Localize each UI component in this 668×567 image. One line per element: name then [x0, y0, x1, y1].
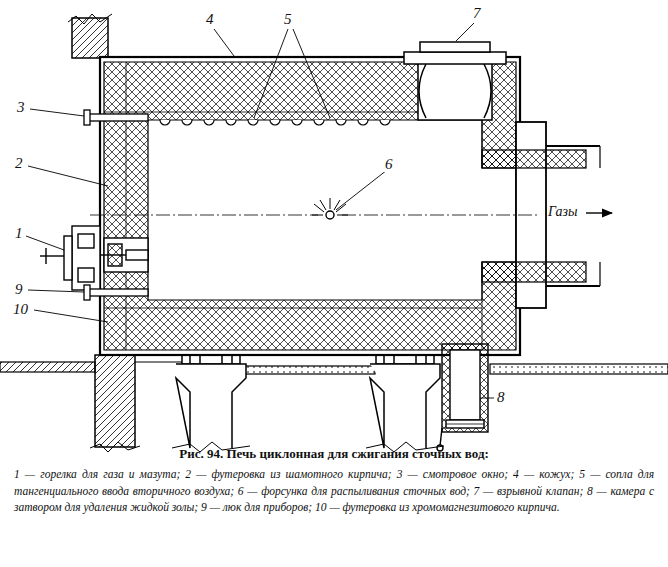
callout-number: 9: [14, 282, 24, 297]
break-lines: [90, 442, 140, 452]
leader-lines: [293, 29, 330, 118]
callout-number: 7: [472, 6, 482, 21]
centerline: [342, 215, 540, 216]
figure-title: Рис. 94. Печь циклонная для сжигания сто…: [0, 446, 668, 462]
explosion-valve: [418, 62, 492, 120]
burner: [78, 268, 94, 282]
gas-outlet: [546, 285, 600, 287]
sewage-atomizer: [312, 198, 348, 215]
callout-number: 2: [14, 156, 24, 171]
sight-window-and-hatch: [84, 110, 148, 300]
support-columns: [176, 364, 246, 448]
gas-outlet: [546, 145, 600, 147]
explosion-valve: [419, 64, 491, 118]
sight-window-and-hatch: [86, 289, 148, 296]
air-nozzles: [160, 120, 390, 125]
building-wall: [72, 18, 108, 58]
gas-outlet: [482, 262, 586, 282]
leader-lines: [34, 310, 108, 322]
floor-slab: [490, 364, 668, 374]
ash-chamber: [446, 420, 484, 428]
callout-number: 3: [16, 100, 26, 115]
burner: [40, 226, 148, 290]
leader-lines: [28, 166, 108, 186]
burner: [72, 226, 100, 290]
callout-number: 6: [384, 157, 394, 172]
flow-label: Газы: [547, 205, 579, 219]
ash-chamber: [446, 424, 484, 425]
sight-window-and-hatch: [86, 114, 148, 121]
gas-outlet: [482, 150, 586, 168]
gas-outlet: [586, 212, 612, 213]
floor-slab: [0, 362, 668, 374]
floor-slab: [135, 361, 185, 362]
leader-lines: [214, 29, 234, 56]
furnace-casing: [100, 57, 522, 355]
leader-lines: [480, 398, 494, 399]
callout-number: 5: [283, 12, 293, 27]
furnace-casing: [126, 62, 127, 350]
callout-number: 10: [12, 302, 29, 317]
air-nozzles: [160, 120, 390, 125]
figure-caption: 1 — горелка для газа и мазута; 2 — футер…: [14, 466, 654, 516]
callout-number: 8: [496, 390, 506, 405]
ash-chamber: [442, 344, 488, 432]
furnace-casing: [104, 308, 482, 309]
building-wall: [95, 355, 135, 447]
support-columns: [370, 364, 440, 448]
burner: [126, 250, 148, 260]
burner: [78, 234, 94, 248]
leader-lines: [30, 109, 84, 116]
callout-number: 4: [205, 12, 215, 27]
furnace-casing: [104, 62, 522, 350]
explosion-valve: [404, 52, 506, 64]
sewage-atomizer: [312, 198, 348, 219]
explosion-valve: [404, 42, 506, 120]
leader-lines: [26, 236, 64, 250]
support-columns: [176, 352, 440, 448]
ash-chamber: [440, 428, 442, 446]
sight-window-and-hatch: [84, 110, 90, 125]
gas-outlet: [599, 146, 600, 168]
callout-number: 1: [14, 226, 24, 241]
explosion-valve: [420, 42, 490, 52]
leader-lines: [254, 29, 288, 118]
building-wall: [68, 14, 112, 24]
burner: [64, 236, 72, 280]
burner: [100, 254, 126, 255]
floor-slab: [0, 362, 95, 372]
sight-window-and-hatch: [84, 285, 90, 300]
floor-slab: [245, 366, 375, 374]
burner: [40, 255, 64, 256]
ash-chamber: [450, 350, 480, 420]
centerline: [90, 215, 318, 216]
leader-lines: [28, 290, 84, 292]
leader-lines: [26, 23, 494, 398]
leader-lines: [336, 170, 387, 210]
ash-chamber: [437, 344, 488, 451]
leader-lines: [456, 23, 474, 41]
gas-outlet: [599, 262, 600, 286]
burner: [45, 248, 46, 264]
sewage-atomizer: [326, 211, 334, 219]
